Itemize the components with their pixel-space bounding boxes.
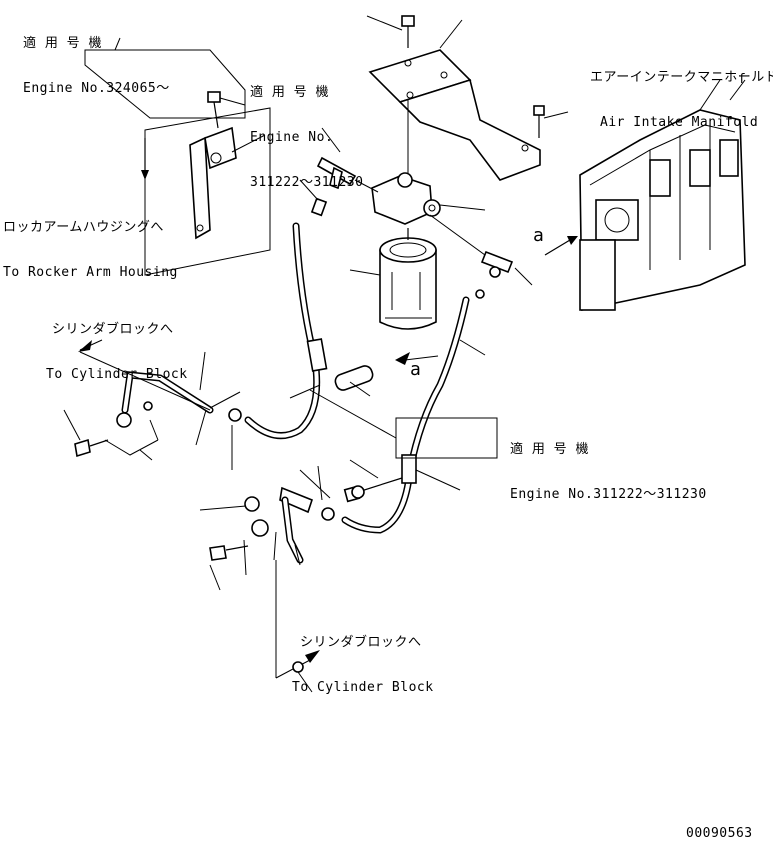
bolt-bracket-right: [533, 105, 569, 138]
tee-fitting: [316, 127, 379, 193]
applicability-callout-top-left: [84, 49, 246, 119]
cylinder-label-lower: シリンダブロックへ To Cylinder Block: [292, 605, 434, 710]
applicability-title: 適 用 号 機: [23, 36, 102, 51]
applicability-label-top-left: 適 用 号 機 Engine No.324065～: [23, 6, 170, 111]
applicability-callout-upper-mid: [144, 107, 271, 276]
cylinder-label-en: To Cylinder Block: [46, 367, 188, 382]
filter-head: [371, 172, 486, 225]
adapter: [334, 365, 374, 397]
engine-serial-range: 311222～311230: [250, 175, 364, 190]
bolt-bracket: [207, 91, 246, 129]
cylinder-label-jp: シリンダブロックへ: [300, 635, 422, 650]
applicability-title: 適 用 号 機: [250, 85, 329, 100]
cylinder-label-upper: シリンダブロックへ To Cylinder Block: [46, 292, 188, 397]
arrow-to-ref-a: [395, 228, 439, 365]
rocker-bracket: [189, 126, 266, 240]
manifold-marker: f: [738, 72, 747, 87]
applicability-label-upper-mid: 適 用 号 機 Engine No. 311222～311230: [250, 55, 363, 205]
bolt-top: [366, 15, 463, 175]
arrow-to-cylinder-lower: [275, 560, 320, 693]
left-pipe: [63, 351, 242, 470]
hose-right: [341, 296, 486, 534]
arrow-to-manifold-a: [544, 236, 578, 256]
cylinder-label-jp: シリンダブロックへ: [52, 322, 174, 337]
manifold-label-en: Air Intake Manifold: [600, 115, 759, 130]
oil-filter: [349, 237, 437, 330]
applicability-label-right: 適 用 号 機 Engine No.311222～311230: [510, 412, 707, 517]
filter-mount-bracket: [368, 49, 541, 181]
reference-a-manifold: a: [533, 225, 545, 246]
manifold-label-jp: エアーインテークマニホールド: [590, 70, 773, 85]
drawing-number: 00090563: [686, 826, 753, 841]
manifold-label: エアーインテークマニホールド Air Intake Manifold: [590, 40, 773, 145]
air-intake-manifold: [579, 79, 746, 311]
applicability-title: 適 用 号 機: [510, 442, 589, 457]
rocker-label-jp: ロッカアームハウジングへ: [3, 220, 164, 235]
engine-serial-range: Engine No.311222～311230: [510, 487, 707, 502]
engine-label: Engine No.: [250, 130, 334, 145]
reference-a-filter: a: [410, 359, 422, 380]
elbow-fitting: [429, 214, 533, 299]
arrow-to-cylinder-upper: [78, 339, 211, 411]
cylinder-label-en: To Cylinder Block: [292, 680, 434, 695]
rocker-label-en: To Rocker Arm Housing: [3, 265, 178, 280]
rocker-label: ロッカアームハウジングへ To Rocker Arm Housing: [3, 190, 178, 295]
hose-left: [244, 179, 328, 440]
lower-fittings: [199, 465, 365, 591]
engine-serial: Engine No.324065～: [23, 81, 170, 96]
